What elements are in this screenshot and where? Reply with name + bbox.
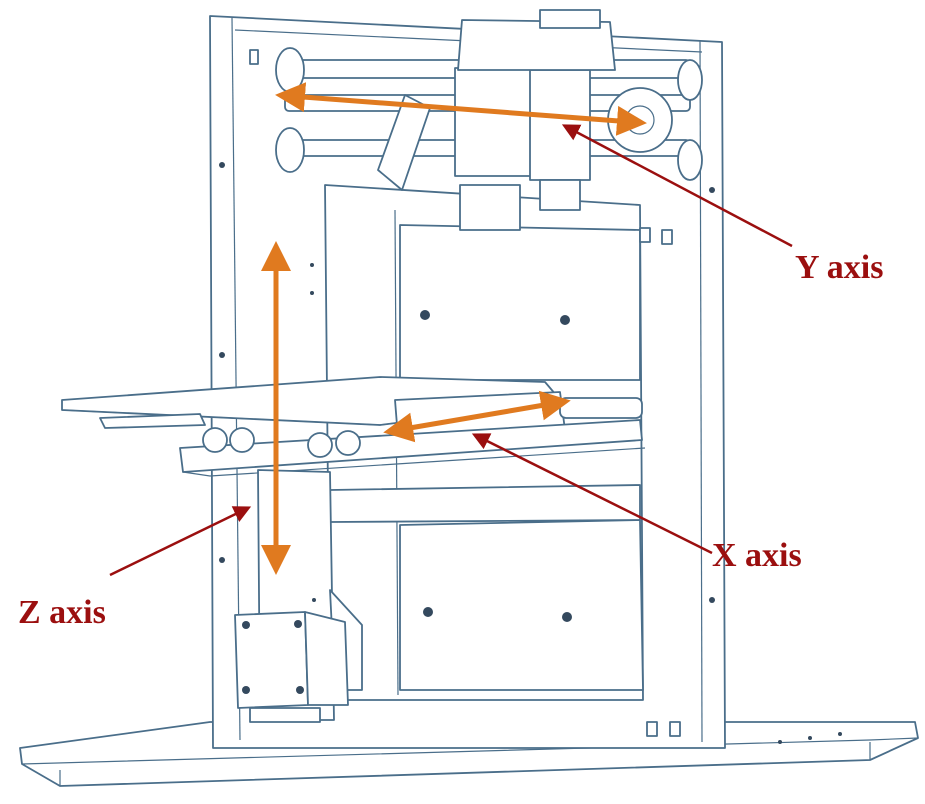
y-axis-label: Y axis	[795, 249, 883, 287]
x-axis-label: X axis	[712, 537, 802, 575]
z-axis-label: Z axis	[18, 594, 106, 632]
